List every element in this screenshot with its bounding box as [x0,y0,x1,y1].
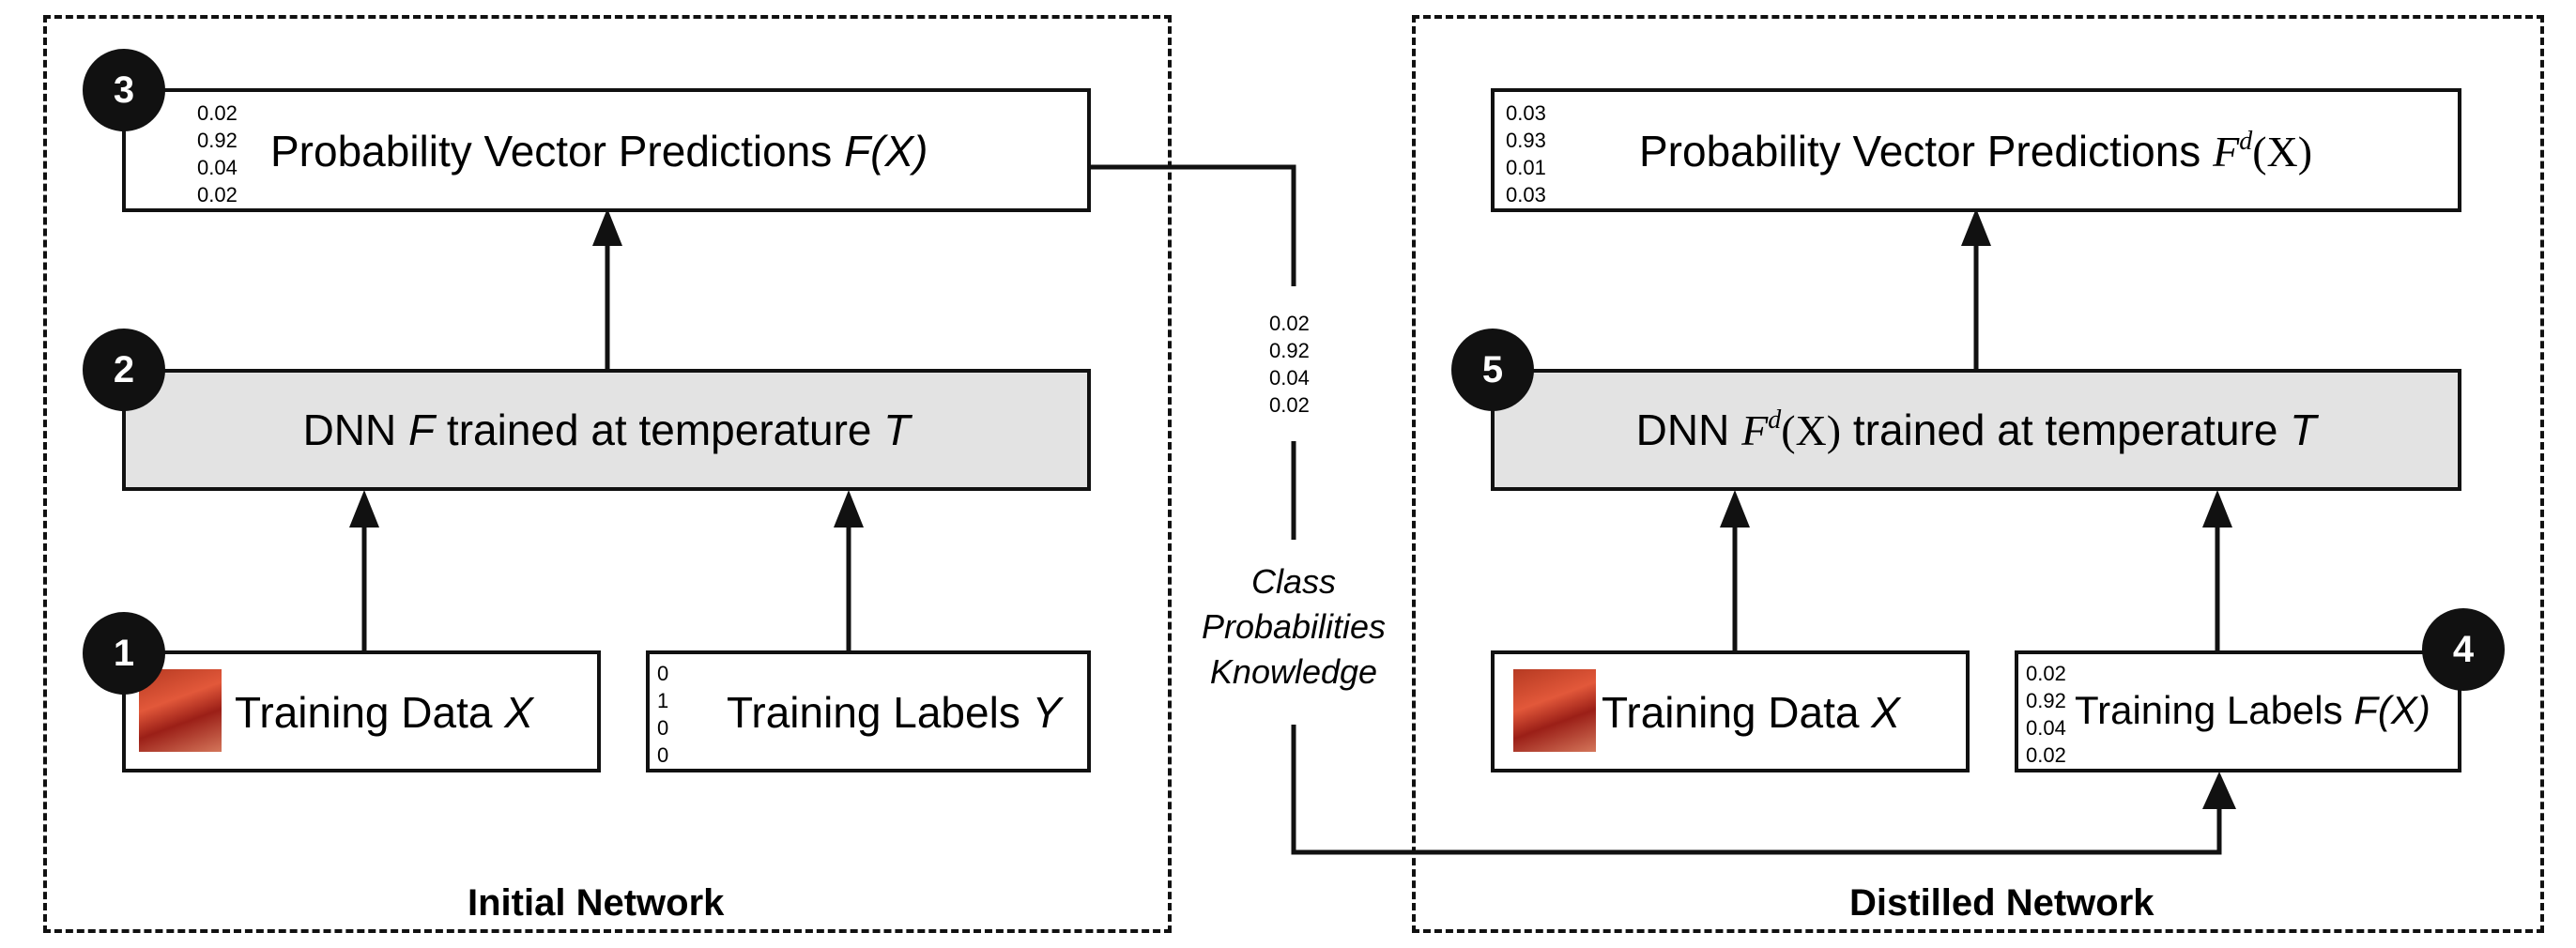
distilled-probability-box-label: Probability Vector Predictions Fd(X) [1639,126,2312,176]
label-math-sup: d [1768,405,1782,435]
transfer-value: 0.02 [1269,393,1310,417]
label-math: (X) [1781,406,1842,454]
transfer-value: 0.92 [1269,339,1310,362]
prob-value: 0.04 [197,156,238,179]
distilled-label-values: 0.02 0.92 0.04 0.02 [2026,660,2066,769]
training-labels-label: Training Labels Y [727,687,1061,738]
class-probabilities-knowledge: Class Probabilities Knowledge [1181,559,1406,695]
arrowhead [1720,490,1750,528]
distilled-network-panel [1412,15,2544,933]
car-image [1513,669,1596,752]
training-data-label: Training Data X [235,687,533,738]
training-data-box: Training Data X [122,650,601,772]
label-math: T [883,405,911,454]
label-value: 0 [657,662,669,685]
distilled-dnn-box: DNN Fd(X) trained at temperature T [1491,369,2461,491]
distilled-training-data-box: Training Data X [1491,650,1970,772]
label-math: Y [1032,688,1062,737]
car-image [139,669,222,752]
label-math: F [1741,406,1769,454]
label-value: 0.92 [2026,689,2066,712]
prob-value: 0.01 [1506,156,1546,179]
knowledge-line: Knowledge [1209,652,1378,691]
step-badge: 2 [83,329,165,411]
label-text: Training Labels [727,688,1033,737]
arrowhead [1961,208,1991,246]
distilled-training-labels-box: 0.02 0.92 0.04 0.02 Training Labels F(X) [2015,650,2461,772]
prob-value: 0.02 [197,183,238,206]
dnn-box: DNN F trained at temperature T [122,369,1091,491]
prob-value: 0.03 [1506,183,1546,206]
distilled-training-labels-label: Training Labels F(X) [2075,688,2430,733]
training-labels-box: 0 1 0 0 Training Labels Y [646,650,1091,772]
transfer-value: 0.04 [1269,366,1310,390]
knowledge-line: Probabilities [1201,607,1387,646]
probability-values: 0.02 0.92 0.04 0.02 [197,99,238,208]
label-math: T [2290,405,2317,454]
step-badge: 5 [1451,329,1534,411]
initial-network-panel [43,15,1172,933]
transfer-value: 0.02 [1269,312,1310,335]
arrowhead [2202,772,2236,809]
arrowhead [834,490,864,528]
label-text: Training Data [1602,688,1872,737]
label-math: F [408,405,436,454]
dnn-box-label: DNN F trained at temperature T [303,405,911,455]
label-values: 0 1 0 0 [657,660,668,769]
label-text: trained at temperature [435,405,884,454]
label-math: F(X) [844,127,928,176]
prob-value: 0.93 [1506,129,1546,152]
arrowhead [349,490,379,528]
label-text: Probability Vector Predictions [1639,127,2214,176]
prob-value: 0.03 [1506,101,1546,125]
distilled-network-title: Distilled Network [1849,882,2154,924]
label-text: Training Data [235,688,505,737]
label-text: trained at temperature [1841,405,2291,454]
label-math: X [1871,688,1900,737]
label-value: 0 [657,716,669,740]
step-badge: 4 [2422,608,2505,691]
distilled-dnn-box-label: DNN Fd(X) trained at temperature T [1636,405,2317,455]
label-value: 0.04 [2026,716,2066,740]
step-badge: 1 [83,612,165,695]
label-math-sup: d [2239,127,2253,156]
label-text: DNN [302,405,409,454]
step-badge: 3 [83,49,165,131]
knowledge-line: Class [1250,562,1337,601]
knowledge-path-bottom [1291,725,2222,855]
arrowhead [2202,490,2232,528]
label-math: F [2213,128,2240,176]
distilled-probability-predictions-box: 0.03 0.93 0.01 0.03 Probability Vector P… [1491,88,2461,212]
label-text: Training Labels [2075,688,2354,732]
transfer-values: 0.02 0.92 0.04 0.02 [1269,310,1310,419]
label-math: X [504,688,533,737]
label-value: 0.02 [2026,662,2066,685]
label-value: 1 [657,689,669,712]
prob-value: 0.02 [197,101,238,125]
label-text: Probability Vector Predictions [270,127,845,176]
distilled-probability-values: 0.03 0.93 0.01 0.03 [1506,99,1546,208]
knowledge-path-top [1089,164,1296,286]
distilled-training-data-label: Training Data X [1602,687,1900,738]
label-value: 0.02 [2026,743,2066,767]
initial-network-title: Initial Network [468,882,725,924]
label-math: F(X) [2354,688,2430,732]
probability-predictions-box: 0.02 0.92 0.04 0.02 Probability Vector P… [122,88,1091,212]
arrowhead [592,208,622,246]
probability-box-label: Probability Vector Predictions F(X) [270,126,928,176]
label-math: (X) [2252,128,2313,176]
prob-value: 0.92 [197,129,238,152]
label-value: 0 [657,743,669,767]
label-text: DNN [1635,405,1742,454]
